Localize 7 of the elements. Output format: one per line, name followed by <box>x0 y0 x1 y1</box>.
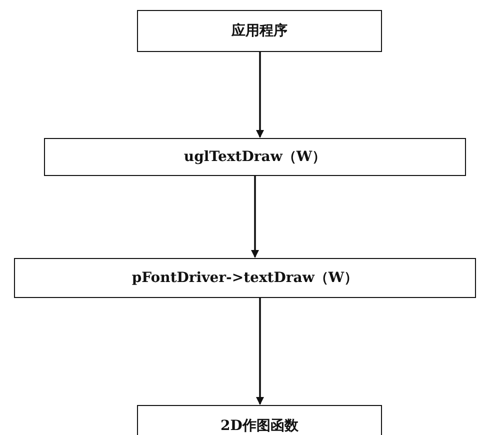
process-box: pFontDriver->textDraw（W） <box>14 258 476 298</box>
arrow <box>251 176 259 258</box>
arrow <box>256 298 264 405</box>
process-box: 2D作图函数 <box>137 405 382 435</box>
arrow <box>256 52 264 138</box>
process-box: uglTextDraw（W） <box>44 138 466 176</box>
process-box: 应用程序 <box>137 10 382 52</box>
